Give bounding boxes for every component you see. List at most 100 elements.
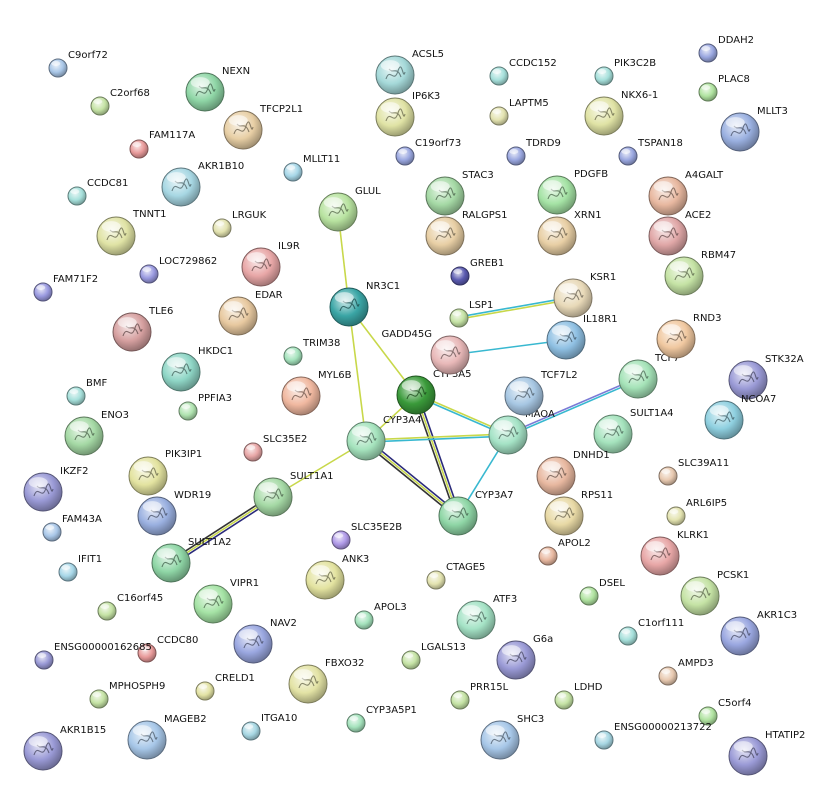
node-slc39a11[interactable]: SLC39A11 bbox=[658, 458, 729, 486]
node-mageb2[interactable]: MAGEB2 bbox=[127, 714, 207, 760]
node-atf3[interactable]: ATF3 bbox=[456, 594, 517, 640]
node-pik3c2b[interactable]: PIK3C2B bbox=[594, 58, 656, 86]
node-sult1a2[interactable]: SULT1A2 bbox=[151, 537, 232, 583]
node-hkdc1[interactable]: HKDC1 bbox=[161, 346, 233, 392]
node-loc729862[interactable]: LOC729862 bbox=[139, 256, 217, 284]
node-ace2[interactable]: ACE2 bbox=[648, 210, 711, 256]
node-vipr1[interactable]: VIPR1 bbox=[193, 578, 259, 624]
node-mllt11[interactable]: MLLT11 bbox=[283, 154, 340, 182]
node-plac8[interactable]: PLAC8 bbox=[698, 74, 750, 102]
node-maoa[interactable]: MAOA bbox=[488, 409, 555, 455]
node-htatip2[interactable]: HTATIP2 bbox=[728, 730, 805, 776]
node-glul[interactable]: GLUL bbox=[318, 186, 381, 232]
node-ensg00000213722[interactable]: ENSG00000213722 bbox=[594, 722, 712, 750]
node-wdr19[interactable]: WDR19 bbox=[137, 490, 211, 536]
node-cyp3a5[interactable]: CYP3A5 bbox=[396, 369, 472, 415]
node-akr1b15[interactable]: AKR1B15 bbox=[23, 725, 106, 771]
node-pik3ip1[interactable]: PIK3IP1 bbox=[128, 449, 202, 496]
node-slc35e2[interactable]: SLC35E2 bbox=[243, 434, 307, 462]
node-cyp3a7[interactable]: CYP3A7 bbox=[438, 490, 514, 536]
node-ksr1[interactable]: KSR1 bbox=[553, 272, 616, 318]
node-ccdc152[interactable]: CCDC152 bbox=[489, 58, 557, 86]
node-il9r[interactable]: IL9R bbox=[241, 241, 300, 287]
node-pdgfb[interactable]: PDGFB bbox=[537, 169, 608, 215]
node-tcf7[interactable]: TCF7 bbox=[618, 353, 680, 399]
node-dsel[interactable]: DSEL bbox=[579, 578, 625, 606]
node-il18r1[interactable]: IL18R1 bbox=[546, 314, 618, 360]
node-nr3c1[interactable]: NR3C1 bbox=[329, 281, 400, 327]
node-stac3[interactable]: STAC3 bbox=[425, 170, 494, 216]
node-ldhd[interactable]: LDHD bbox=[554, 682, 603, 710]
node-gadd45g[interactable]: GADD45G bbox=[382, 329, 470, 375]
node-c2orf68[interactable]: C2orf68 bbox=[90, 88, 150, 116]
node-c16orf45[interactable]: C16orf45 bbox=[97, 593, 163, 621]
node-arl6ip5[interactable]: ARL6IP5 bbox=[666, 498, 727, 526]
node-itga10[interactable]: ITGA10 bbox=[241, 713, 297, 741]
node-bmf[interactable]: BMF bbox=[66, 378, 107, 406]
node-slc35e2b[interactable]: SLC35E2B bbox=[331, 522, 402, 550]
node-pcsk1[interactable]: PCSK1 bbox=[680, 570, 749, 616]
node-mphosph9[interactable]: MPHOSPH9 bbox=[89, 681, 165, 709]
node-tle6[interactable]: TLE6 bbox=[112, 306, 173, 352]
node-c9orf72[interactable]: C9orf72 bbox=[48, 50, 108, 78]
node-creld1[interactable]: CRELD1 bbox=[195, 673, 255, 701]
node-ip6k3[interactable]: IP6K3 bbox=[375, 91, 440, 137]
node-acsl5[interactable]: ACSL5 bbox=[375, 49, 444, 95]
node-lrguk[interactable]: LRGUK bbox=[212, 210, 267, 238]
node-ctage5[interactable]: CTAGE5 bbox=[426, 562, 485, 590]
node-ifit1[interactable]: IFIT1 bbox=[58, 554, 102, 582]
node-lgals13[interactable]: LGALS13 bbox=[401, 642, 466, 670]
node-laptm5[interactable]: LAPTM5 bbox=[489, 98, 549, 126]
node-tnnt1[interactable]: TNNT1 bbox=[96, 209, 167, 256]
node-c1orf111[interactable]: C1orf111 bbox=[618, 618, 684, 646]
node-rps11[interactable]: RPS11 bbox=[544, 490, 613, 536]
node-lsp1[interactable]: LSP1 bbox=[449, 300, 493, 328]
node-sult1a1[interactable]: SULT1A1 bbox=[253, 471, 334, 517]
node-tdrd9[interactable]: TDRD9 bbox=[506, 138, 561, 166]
node-klrk1[interactable]: KLRK1 bbox=[640, 530, 709, 576]
node-ncoa7[interactable]: NCOA7 bbox=[704, 394, 776, 440]
node-ddah2[interactable]: DDAH2 bbox=[698, 35, 754, 63]
node-c19orf73[interactable]: C19orf73 bbox=[395, 138, 461, 166]
node-greb1[interactable]: GREB1 bbox=[450, 258, 504, 286]
node-dnhd1[interactable]: DNHD1 bbox=[536, 450, 610, 496]
node-fam117a[interactable]: FAM117A bbox=[129, 130, 195, 159]
node-akr1b10[interactable]: AKR1B10 bbox=[161, 161, 244, 207]
node-ampd3[interactable]: AMPD3 bbox=[658, 658, 714, 686]
node-ccdc81[interactable]: CCDC81 bbox=[67, 178, 128, 206]
node-ppfia3[interactable]: PPFIA3 bbox=[178, 393, 232, 421]
node-ralgps1[interactable]: RALGPS1 bbox=[425, 210, 507, 256]
node-cyp3a4[interactable]: CYP3A4 bbox=[346, 415, 422, 461]
node-eno3[interactable]: ENO3 bbox=[64, 410, 129, 456]
node-fbxo32[interactable]: FBXO32 bbox=[288, 658, 364, 704]
node-tfcp2l1[interactable]: TFCP2L1 bbox=[223, 104, 303, 150]
node-nav2[interactable]: NAV2 bbox=[233, 618, 297, 664]
node-apol2[interactable]: APOL2 bbox=[538, 538, 591, 566]
node-tspan18[interactable]: TSPAN18 bbox=[618, 138, 683, 166]
node-tcf7l2[interactable]: TCF7L2 bbox=[504, 370, 578, 416]
node-rbm47[interactable]: RBM47 bbox=[664, 250, 736, 296]
node-g6a[interactable]: G6a bbox=[496, 634, 553, 680]
node-fam43a[interactable]: FAM43A bbox=[42, 514, 102, 542]
node-cyp3a5p1[interactable]: CYP3A5P1 bbox=[346, 705, 417, 733]
node-ikzf2[interactable]: IKZF2 bbox=[23, 466, 88, 512]
node-myl6b[interactable]: MYL6B bbox=[281, 370, 352, 416]
node-ank3[interactable]: ANK3 bbox=[305, 554, 369, 600]
node-c5orf4[interactable]: C5orf4 bbox=[698, 698, 751, 726]
node-nexn[interactable]: NEXN bbox=[185, 66, 250, 112]
node-xrn1[interactable]: XRN1 bbox=[537, 210, 602, 256]
node-apol3[interactable]: APOL3 bbox=[354, 602, 407, 630]
node-mllt3[interactable]: MLLT3 bbox=[720, 106, 788, 152]
node-nkx6-1[interactable]: NKX6-1 bbox=[584, 90, 658, 136]
node-fam71f2[interactable]: FAM71F2 bbox=[33, 274, 98, 302]
node-stk32a[interactable]: STK32A bbox=[728, 354, 804, 400]
node-ensg00000162685[interactable]: ENSG00000162685 bbox=[34, 642, 152, 670]
node-shc3[interactable]: SHC3 bbox=[480, 714, 544, 760]
node-akr1c3[interactable]: AKR1C3 bbox=[720, 610, 797, 656]
node-edar[interactable]: EDAR bbox=[218, 290, 283, 336]
node-trim38[interactable]: TRIM38 bbox=[283, 338, 340, 366]
node-sult1a4[interactable]: SULT1A4 bbox=[593, 408, 674, 454]
node-prr15l[interactable]: PRR15L bbox=[450, 682, 509, 710]
node-ccdc80[interactable]: CCDC80 bbox=[137, 635, 198, 663]
node-a4galt[interactable]: A4GALT bbox=[648, 170, 724, 216]
